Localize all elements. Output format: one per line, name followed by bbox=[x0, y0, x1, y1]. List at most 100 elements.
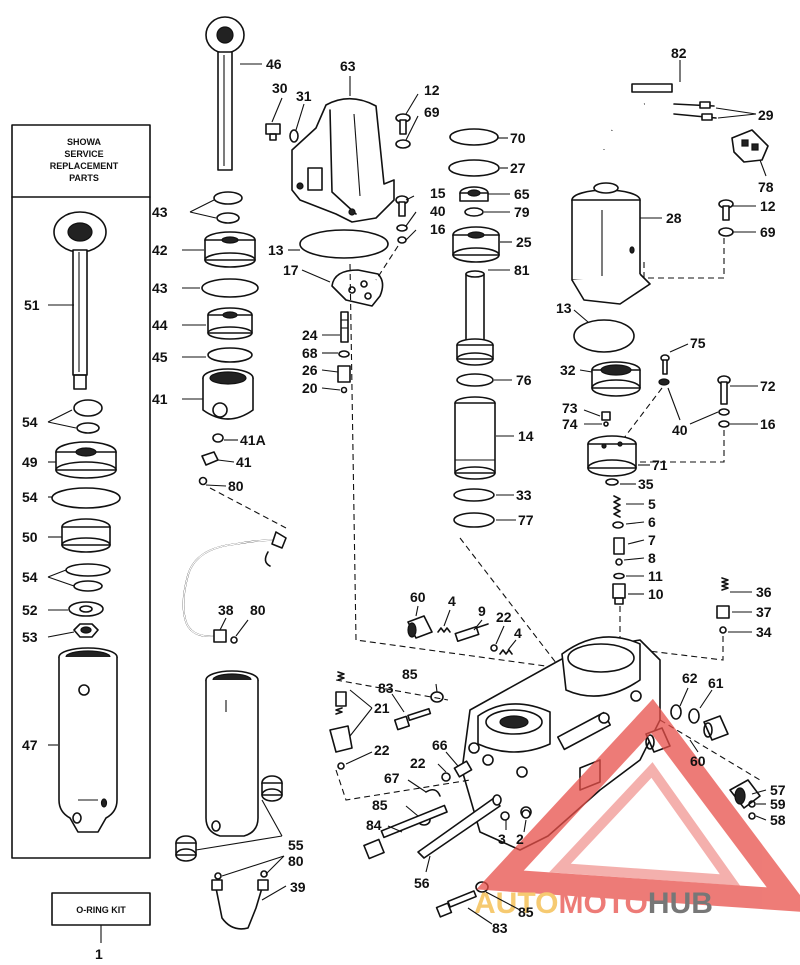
part-30-screw bbox=[265, 123, 281, 141]
part-12-screw bbox=[395, 113, 411, 135]
part-77-oring bbox=[453, 512, 495, 528]
part-10-plug bbox=[612, 583, 626, 605]
part-20-ball bbox=[340, 386, 348, 394]
callout-24: 24 bbox=[302, 327, 318, 343]
callout-8: 8 bbox=[648, 550, 656, 566]
part-83-bolt bbox=[435, 890, 477, 918]
part-41-fitting bbox=[201, 451, 219, 466]
part-40-washer bbox=[396, 224, 408, 232]
callout-46: 46 bbox=[266, 56, 282, 72]
part-37-plug bbox=[716, 605, 730, 619]
callout-34: 34 bbox=[756, 624, 772, 640]
panel-title-line: SHOWA bbox=[67, 137, 102, 147]
watermark-triangle bbox=[476, 698, 800, 912]
part-36-spring bbox=[721, 577, 729, 591]
callout-54: 54 bbox=[22, 414, 38, 430]
callout-84: 84 bbox=[366, 817, 382, 833]
callout-4: 4 bbox=[448, 593, 456, 609]
callout-73: 73 bbox=[562, 400, 578, 416]
part-43-ring bbox=[213, 191, 243, 205]
part-16-oring bbox=[718, 420, 730, 428]
callout-40: 40 bbox=[672, 422, 688, 438]
part-71-reservoir bbox=[587, 435, 637, 477]
showa-replacement-panel: SHOWA SERVICE REPLACEMENT PARTS bbox=[11, 124, 151, 859]
callout-39: 39 bbox=[290, 879, 306, 895]
callout-35: 35 bbox=[638, 476, 654, 492]
callout-49: 49 bbox=[22, 454, 38, 470]
callout-80: 80 bbox=[250, 602, 266, 618]
part-8-ball bbox=[615, 558, 623, 566]
panel-title-line: SERVICE bbox=[64, 149, 103, 159]
callout-50: 50 bbox=[22, 529, 38, 545]
part-22-oring bbox=[490, 644, 498, 652]
part-44-piston bbox=[207, 307, 253, 340]
callout-47: 47 bbox=[22, 737, 38, 753]
part-85-washer bbox=[430, 691, 444, 703]
part-58-ball bbox=[748, 812, 756, 820]
callout-33: 33 bbox=[516, 487, 532, 503]
callout-43: 43 bbox=[152, 204, 168, 220]
callout-10: 10 bbox=[648, 586, 664, 602]
callout-51: 51 bbox=[24, 297, 40, 313]
callout-66: 66 bbox=[432, 737, 448, 753]
part-4-spring bbox=[499, 649, 513, 655]
automotohub-watermark: AUTOMOTOHUB bbox=[474, 698, 800, 920]
part-29-terminals bbox=[673, 101, 717, 121]
part-3-bushing bbox=[500, 811, 510, 821]
part-69-washer bbox=[395, 139, 411, 149]
part-11-oring bbox=[613, 572, 625, 580]
callout-70: 70 bbox=[510, 130, 526, 146]
callout-85: 85 bbox=[518, 904, 534, 920]
callout-41A: 41A bbox=[240, 432, 266, 448]
part-21-valve-set bbox=[329, 671, 353, 753]
callout-54: 54 bbox=[22, 489, 38, 505]
callout-61: 61 bbox=[708, 675, 724, 691]
part-60-plug bbox=[407, 615, 433, 639]
callout-31: 31 bbox=[296, 88, 312, 104]
callout-15: 15 bbox=[430, 185, 446, 201]
callout-65: 65 bbox=[514, 186, 530, 202]
callout-12: 12 bbox=[760, 198, 776, 214]
part-13-oring bbox=[573, 319, 635, 353]
oring-kit-label: O-RING KIT bbox=[76, 905, 126, 915]
callout-42: 42 bbox=[152, 242, 168, 258]
part-55-cylinder bbox=[205, 670, 259, 837]
part-56-pin bbox=[417, 794, 502, 859]
part-42-cap bbox=[204, 231, 256, 268]
callout-75: 75 bbox=[690, 335, 706, 351]
callout-44: 44 bbox=[152, 317, 168, 333]
callout-21: 21 bbox=[374, 700, 390, 716]
part-17-plate bbox=[331, 269, 384, 307]
callout-59: 59 bbox=[770, 796, 786, 812]
part-31-oring bbox=[289, 129, 299, 143]
part-69-washer bbox=[718, 227, 734, 237]
part-22-oring bbox=[441, 772, 451, 782]
callout-80: 80 bbox=[228, 478, 244, 494]
part-79-oring bbox=[464, 207, 484, 217]
part-12-screw bbox=[718, 199, 734, 221]
callout-58: 58 bbox=[770, 812, 786, 828]
callout-17: 17 bbox=[283, 262, 299, 278]
callout-4: 4 bbox=[514, 625, 522, 641]
part-68-ring bbox=[338, 350, 350, 358]
part-6-seat bbox=[612, 521, 624, 529]
watermark-moto: MOTO bbox=[558, 887, 647, 920]
callout-22: 22 bbox=[410, 755, 426, 771]
callout-37: 37 bbox=[756, 604, 772, 620]
callout-28: 28 bbox=[666, 210, 682, 226]
part-2-bushing bbox=[521, 809, 531, 819]
callout-9: 9 bbox=[478, 603, 486, 619]
callout-85: 85 bbox=[402, 666, 418, 682]
callout-labels: 46 63 30 31 12 69 70 27 82 29 78 43 42 4… bbox=[22, 45, 786, 962]
part-13-oring bbox=[299, 229, 389, 259]
part-54-ring bbox=[65, 563, 111, 577]
callout-72: 72 bbox=[760, 378, 776, 394]
callout-77: 77 bbox=[518, 512, 534, 528]
callout-54: 54 bbox=[22, 569, 38, 585]
callout-6: 6 bbox=[648, 514, 656, 530]
watermark-text: AUTOMOTOHUB bbox=[474, 887, 713, 920]
part-5-spring bbox=[613, 495, 621, 518]
part-32-gear bbox=[591, 361, 641, 397]
part-74-ball bbox=[603, 421, 609, 427]
